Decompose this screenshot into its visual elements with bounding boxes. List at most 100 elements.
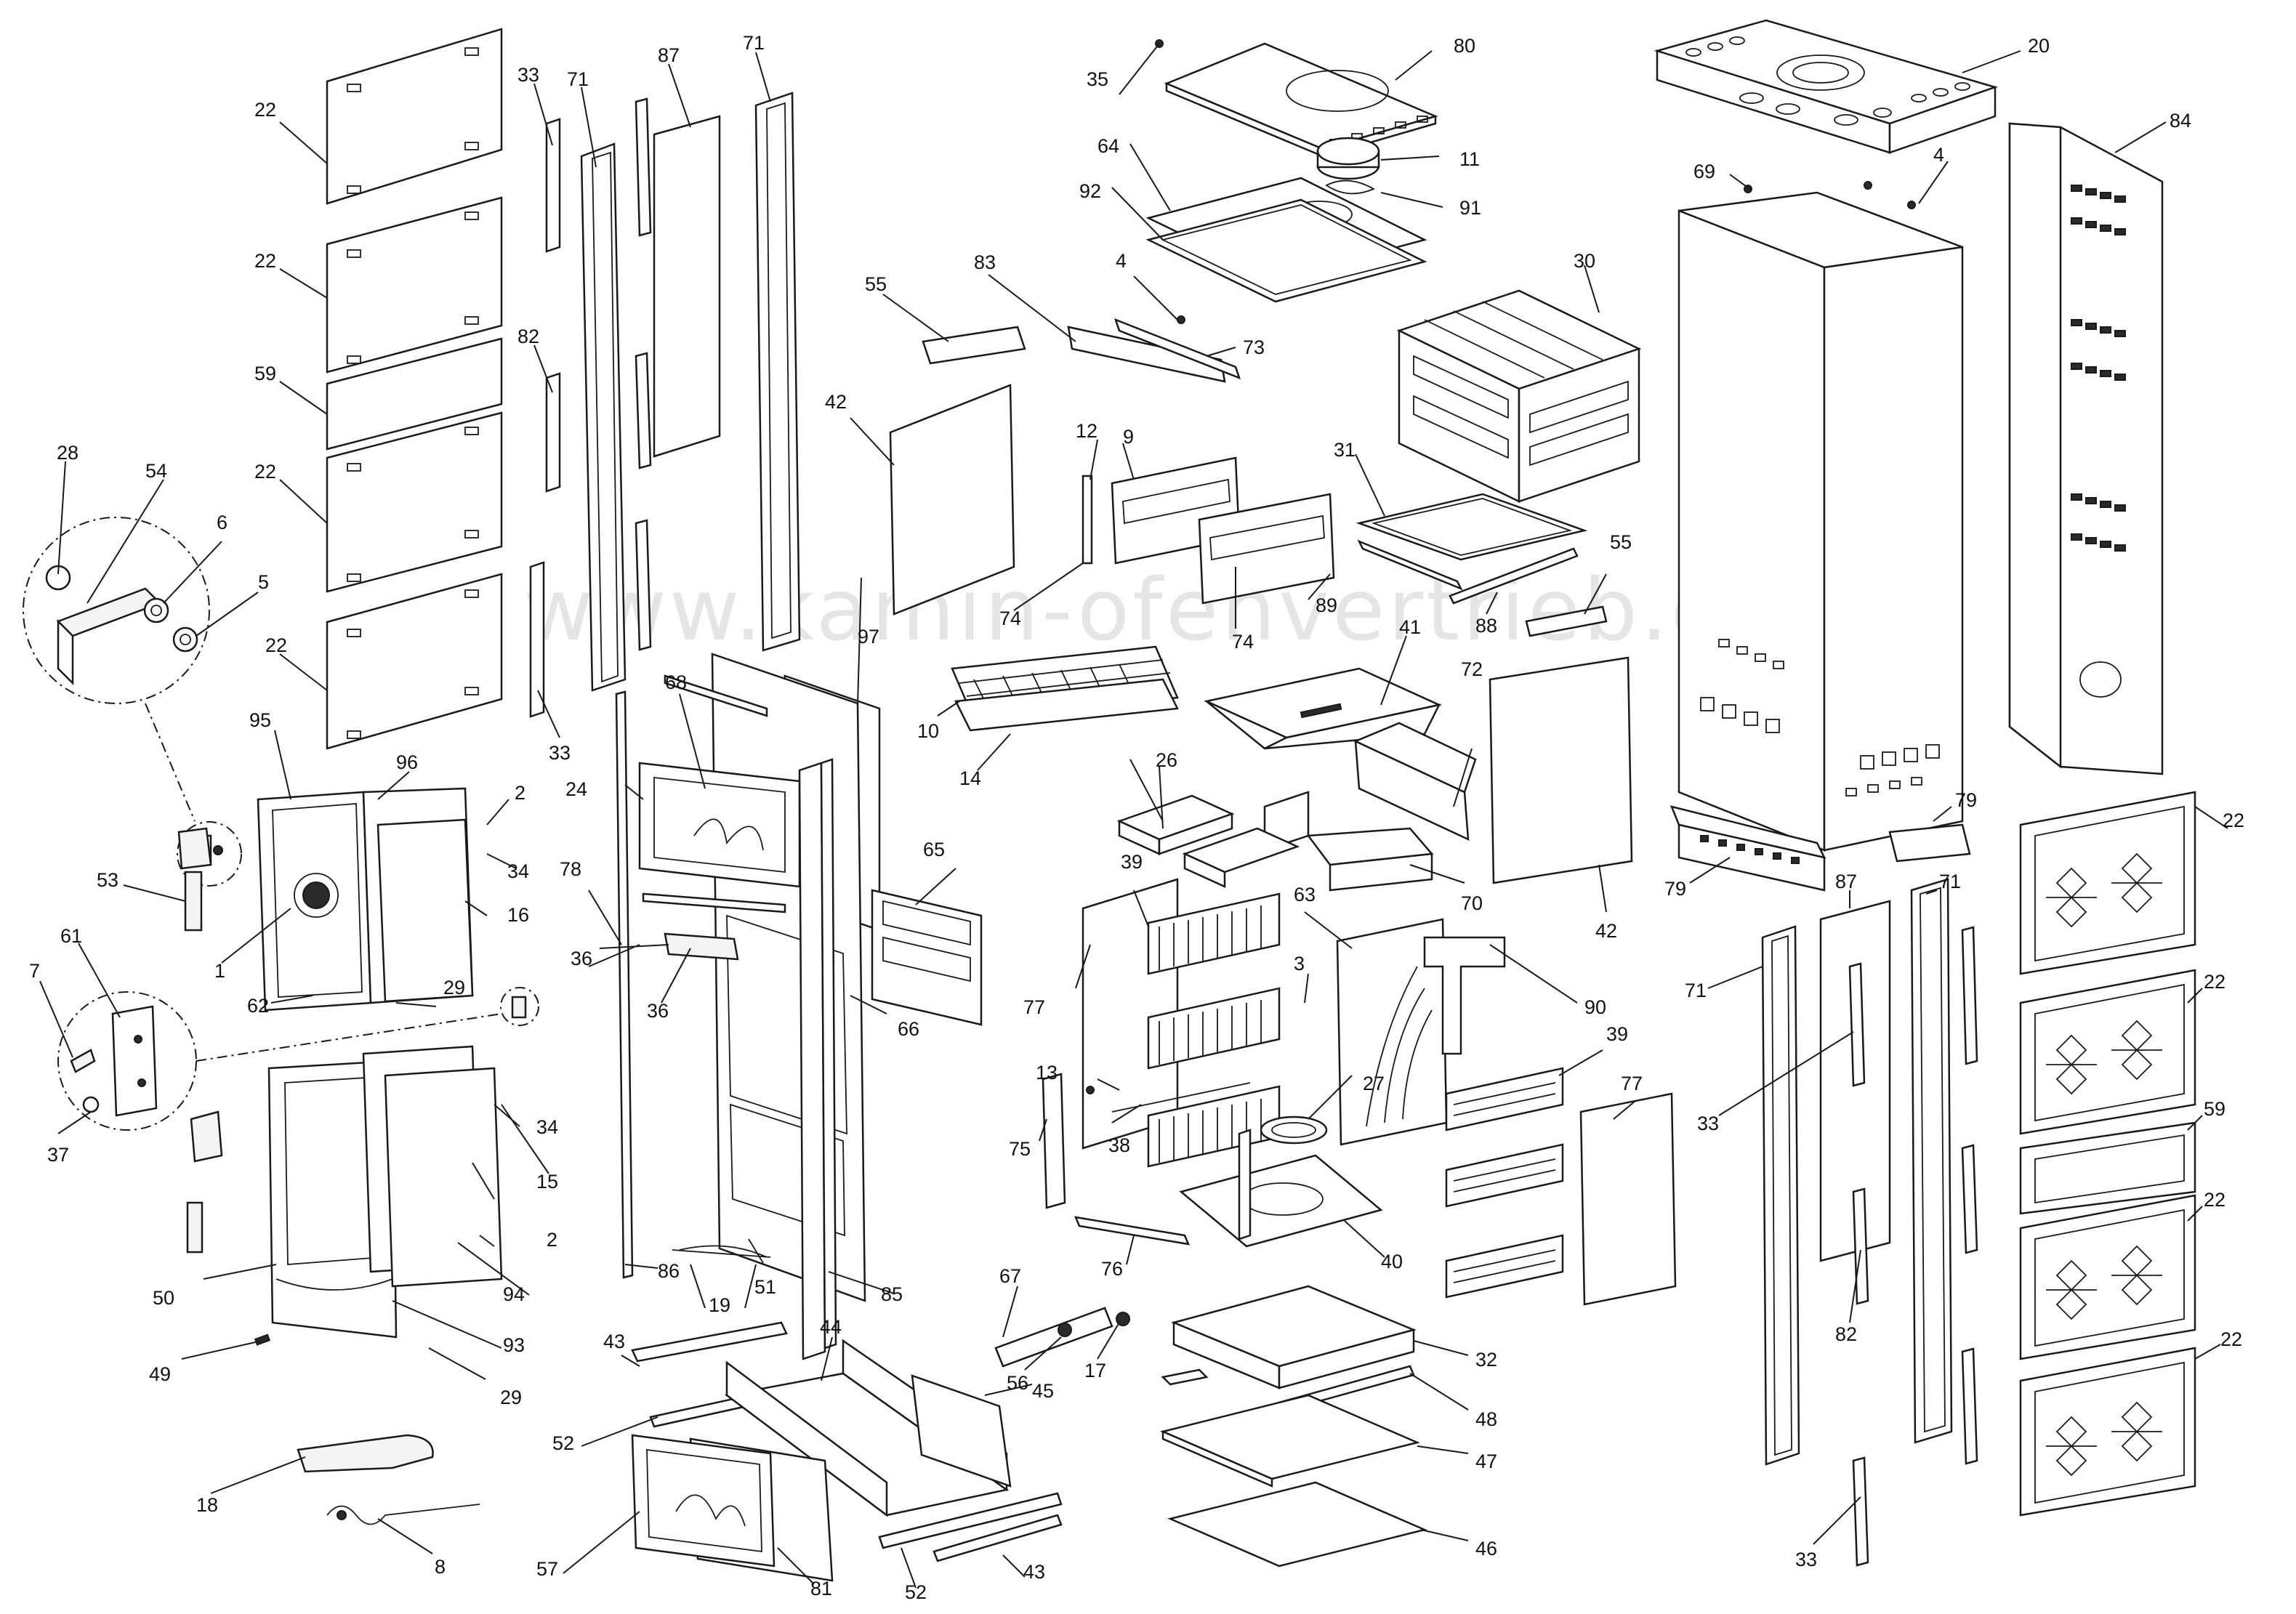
- callout-53: 53: [97, 869, 118, 891]
- callout-labels: 22 22 59 22 22 33 71 87 71 82 33 28 54 6…: [29, 32, 2244, 1603]
- rail-52-b: [878, 1492, 1063, 1549]
- callout-95: 95: [249, 709, 271, 731]
- drawer-front-57: [631, 1434, 776, 1567]
- callout-49: 49: [149, 1363, 171, 1385]
- callout-1: 1: [214, 960, 225, 982]
- callout-4-b: 4: [1933, 144, 1944, 166]
- callout-37: 37: [47, 1144, 69, 1166]
- callout-29-a: 29: [443, 977, 465, 998]
- side-panel-59-a: [326, 337, 503, 451]
- callout-13: 13: [1036, 1062, 1058, 1084]
- callout-14: 14: [959, 767, 981, 789]
- callout-92: 92: [1079, 180, 1101, 202]
- watermark-text: www.kamin-ofenvertrieb.de: [523, 560, 1784, 660]
- firepot-assembly: [1042, 1073, 1383, 1248]
- callout-66: 66: [898, 1018, 919, 1040]
- strip-33-c: [1848, 962, 1866, 1087]
- callout-64: 64: [1097, 135, 1119, 157]
- callout-2-a: 2: [515, 782, 525, 804]
- ceramic-panel-59-b: [2019, 1121, 2196, 1215]
- callout-90: 90: [1584, 996, 1606, 1018]
- grate-frame-14: [954, 678, 1179, 732]
- callout-78: 78: [560, 858, 581, 880]
- callout-22-c: 22: [254, 461, 276, 483]
- tray-assembly-41: [1116, 667, 1477, 892]
- rods-19-51: [672, 1238, 771, 1264]
- part-18: [297, 1434, 434, 1473]
- fins-39-right: [1445, 1067, 1677, 1306]
- callout-71-c: 71: [1685, 980, 1707, 1001]
- callout-4-a: 4: [1116, 250, 1127, 272]
- callout-20: 20: [2028, 35, 2050, 57]
- callout-26: 26: [1156, 749, 1177, 771]
- callout-70: 70: [1461, 892, 1483, 914]
- bar-89: [1357, 539, 1463, 591]
- callout-81: 81: [810, 1578, 832, 1599]
- callout-54: 54: [145, 460, 167, 482]
- left-side-panels: [326, 28, 503, 750]
- lower-door-assembly: [186, 1045, 503, 1346]
- part-65: [871, 889, 983, 1026]
- callout-57: 57: [536, 1558, 558, 1580]
- callout-42-b: 42: [1595, 920, 1617, 942]
- callout-89: 89: [1316, 594, 1337, 616]
- bar-76: [1074, 1216, 1191, 1246]
- callout-12: 12: [1076, 420, 1097, 442]
- callout-22-b: 22: [254, 250, 276, 272]
- panel-42-b: [1489, 656, 1633, 884]
- callout-40: 40: [1381, 1251, 1403, 1272]
- callout-80: 80: [1454, 35, 1475, 57]
- callout-86: 86: [658, 1260, 680, 1282]
- callout-39-b: 39: [1606, 1023, 1628, 1045]
- strip-71-a: [580, 142, 627, 692]
- vertical-strips-left: [529, 92, 801, 1279]
- callout-33-c: 33: [1697, 1113, 1719, 1134]
- callout-7: 7: [29, 960, 40, 982]
- rail-43-a: [631, 1321, 788, 1363]
- callout-96: 96: [396, 751, 418, 773]
- stove-body-69: [1677, 181, 1964, 852]
- center-upper-parts: [889, 318, 1335, 732]
- control-strip-79-b: [1888, 823, 1971, 863]
- upper-door-gasket-16: [376, 818, 474, 1003]
- callout-43-b: 43: [1023, 1561, 1045, 1583]
- callout-31: 31: [1334, 439, 1356, 461]
- callout-6: 6: [217, 512, 227, 533]
- part-53: [184, 871, 203, 932]
- callout-38: 38: [1108, 1134, 1130, 1156]
- callout-77-a: 77: [1023, 996, 1045, 1018]
- callout-2-b: 2: [547, 1229, 557, 1251]
- callout-33-a: 33: [517, 64, 539, 86]
- callout-73: 73: [1243, 336, 1265, 358]
- callout-55-b: 55: [1610, 531, 1632, 553]
- callout-63: 63: [1294, 884, 1316, 905]
- callout-61: 61: [60, 925, 82, 947]
- frame-31: [1356, 493, 1588, 561]
- side-panel-22-c: [326, 411, 503, 593]
- ceramic-panel-22-b: [2019, 969, 2196, 1135]
- callout-33-d: 33: [1795, 1549, 1817, 1570]
- callout-71-d: 71: [1939, 871, 1961, 892]
- callout-32: 32: [1475, 1349, 1497, 1371]
- vertical-strips-right: [1761, 878, 1978, 1567]
- callout-3: 3: [1294, 953, 1305, 975]
- callout-91: 91: [1459, 197, 1481, 219]
- callout-69: 69: [1693, 161, 1715, 182]
- callout-16: 16: [507, 904, 529, 926]
- top-cover-20: [1653, 19, 1999, 154]
- lower-door-gasket-15: [384, 1067, 503, 1288]
- callout-82-b: 82: [1835, 1323, 1857, 1345]
- lever-67: [994, 1307, 1113, 1368]
- control-strip-79: [1669, 805, 1971, 892]
- strip-75: [1042, 1073, 1066, 1209]
- stove-body-69-side: [1677, 209, 1826, 852]
- callout-22-f: 22: [2204, 971, 2225, 993]
- callout-22-h: 22: [2220, 1328, 2242, 1350]
- callout-8: 8: [435, 1556, 446, 1578]
- rod-12: [1081, 475, 1093, 565]
- door-knob: [302, 881, 330, 909]
- callout-75: 75: [1009, 1138, 1031, 1160]
- rail-43-b: [933, 1514, 1063, 1562]
- callout-55-a: 55: [865, 273, 887, 295]
- callout-47: 47: [1475, 1450, 1497, 1472]
